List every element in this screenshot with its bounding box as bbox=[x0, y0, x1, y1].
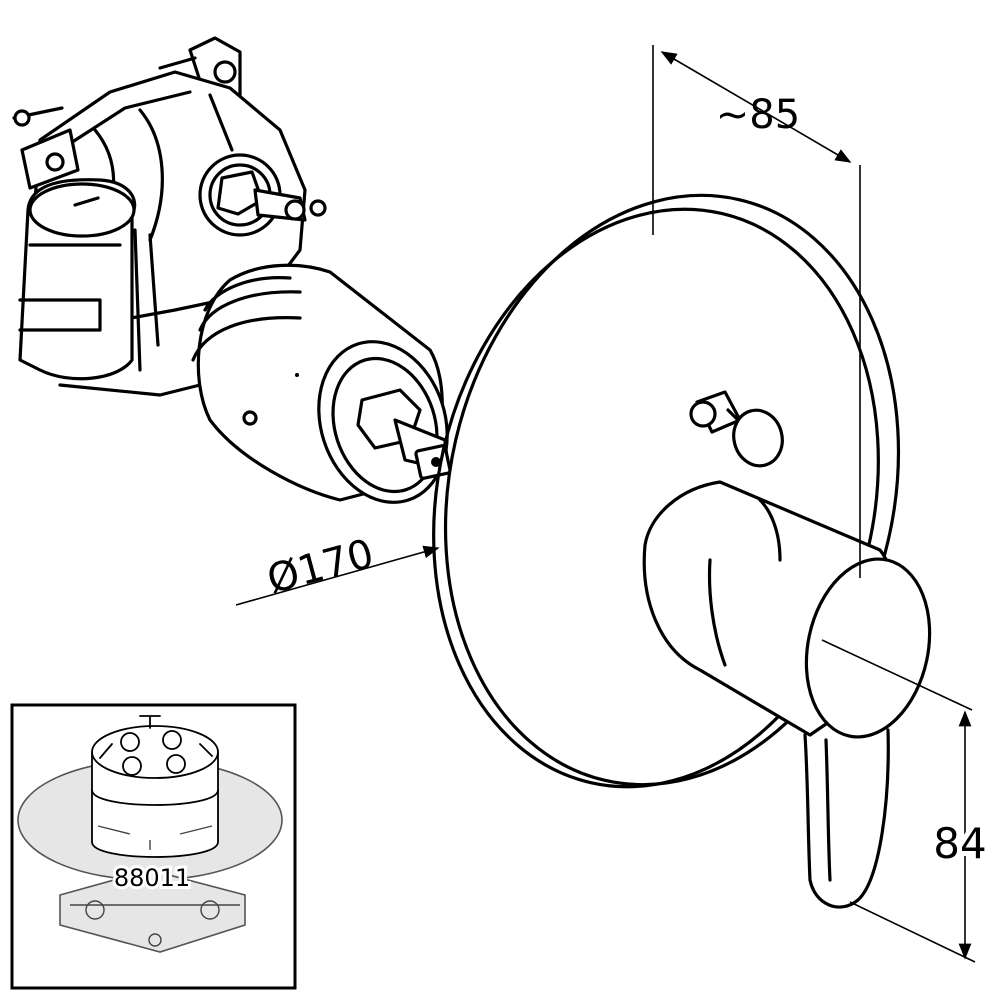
diverter-knob-drawing bbox=[689, 390, 784, 468]
inset-part-number: 88011 bbox=[114, 864, 190, 892]
inset-panel: 88011 bbox=[10, 703, 297, 990]
cartridge-drawing bbox=[191, 263, 452, 504]
cover-plate-drawing bbox=[432, 193, 932, 909]
width-dimension-label: ~85 bbox=[716, 92, 800, 138]
dimension-height: 84 bbox=[821, 639, 992, 963]
diameter-dimension-label: Ø170 bbox=[262, 531, 378, 603]
dimension-width: ~85 bbox=[652, 45, 861, 578]
valve-body-drawing bbox=[12, 36, 327, 397]
dimension-diameter: Ø170 bbox=[235, 531, 440, 606]
handle-drawing bbox=[642, 480, 932, 909]
height-dimension-label: 84 bbox=[933, 819, 986, 868]
